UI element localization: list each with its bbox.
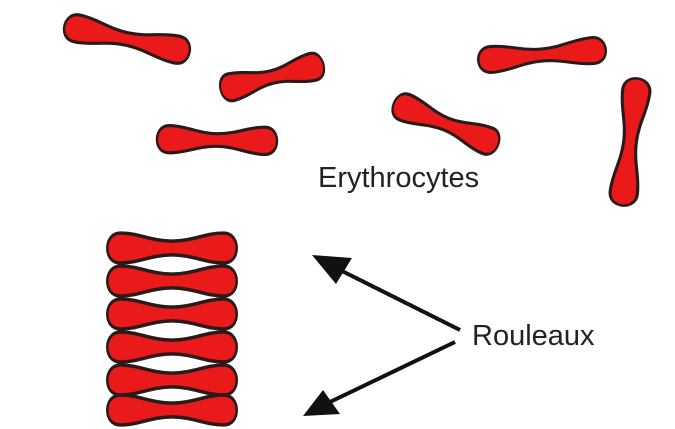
erythrocyte-cell [62,12,193,65]
arrows [303,255,460,416]
erythrocyte-cell [389,90,503,157]
rouleaux-label: Rouleaux [472,320,595,352]
arrow-down-head [303,390,340,416]
rouleaux-cell [107,266,236,296]
erythrocyte-cell [157,125,278,154]
erythrocyte-cell [477,36,607,73]
rouleaux-cell [107,233,236,263]
rouleaux-cell [107,299,236,329]
arrow-up-line [340,270,460,330]
rouleaux-cell [107,365,236,395]
erythrocyte-cell [609,77,652,207]
erythrocyte-cell [217,51,327,103]
arrow-down-line [330,342,455,402]
arrow-up-head [312,255,352,284]
erythrocytes-label: Erythrocytes [318,162,479,194]
rouleaux-stack [107,233,236,425]
rouleaux-cell [107,395,236,425]
rouleaux-cell [107,332,236,362]
